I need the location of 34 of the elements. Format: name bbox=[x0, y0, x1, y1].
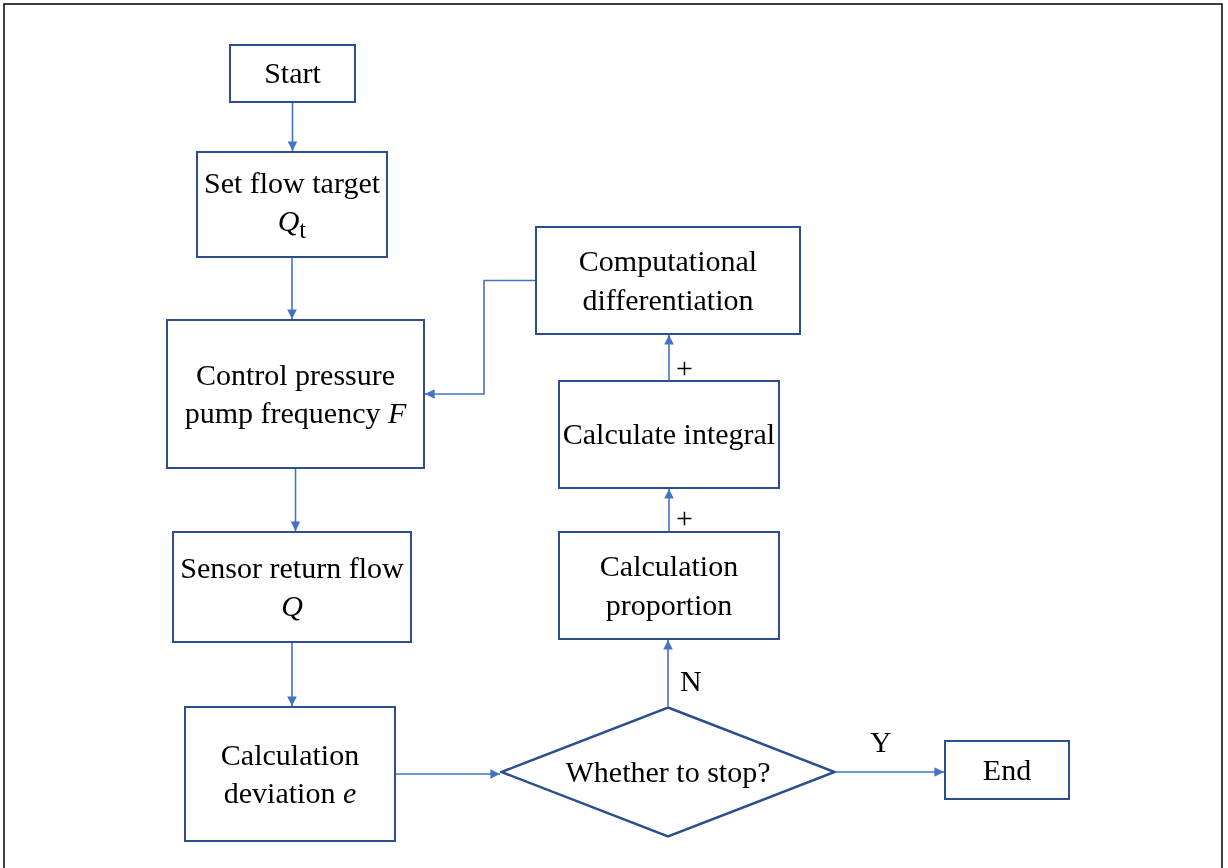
node-label: Computational differentiation bbox=[577, 243, 759, 318]
process-box bbox=[166, 319, 425, 469]
process-box bbox=[558, 380, 780, 489]
edge-label: + bbox=[676, 503, 693, 533]
process-box bbox=[184, 706, 396, 842]
process-box bbox=[196, 151, 388, 258]
arrow bbox=[663, 639, 673, 707]
arrow bbox=[424, 279, 536, 399]
process-box bbox=[229, 44, 356, 103]
arrow bbox=[287, 257, 297, 320]
node-label: Whether to stop? bbox=[565, 753, 771, 790]
node-label: Calculate integral bbox=[562, 416, 776, 453]
edge-label: N bbox=[680, 666, 702, 696]
decision-diamond bbox=[500, 706, 836, 838]
process-box bbox=[944, 740, 1070, 800]
node-label: End bbox=[982, 751, 1032, 788]
node-label: Calculation deviation e bbox=[219, 736, 361, 811]
arrow bbox=[290, 468, 301, 532]
node-label: Sensor return flow Q bbox=[179, 549, 405, 624]
process-box bbox=[535, 226, 801, 335]
arrow bbox=[287, 642, 297, 707]
node-label: Control pressure pump frequency F bbox=[183, 356, 408, 431]
arrow bbox=[664, 488, 674, 532]
arrow bbox=[395, 769, 501, 779]
process-box bbox=[172, 531, 412, 643]
arrow bbox=[664, 334, 674, 381]
arrow bbox=[835, 767, 945, 777]
node-label: Calculation proportion bbox=[598, 548, 740, 623]
arrow bbox=[287, 102, 298, 152]
process-box bbox=[558, 531, 780, 640]
node-label: Set flow target Q$_{t}$ bbox=[202, 164, 382, 245]
edge-label: + bbox=[676, 353, 693, 383]
edge-label: Y bbox=[870, 727, 892, 757]
node-label: Start bbox=[264, 55, 321, 92]
